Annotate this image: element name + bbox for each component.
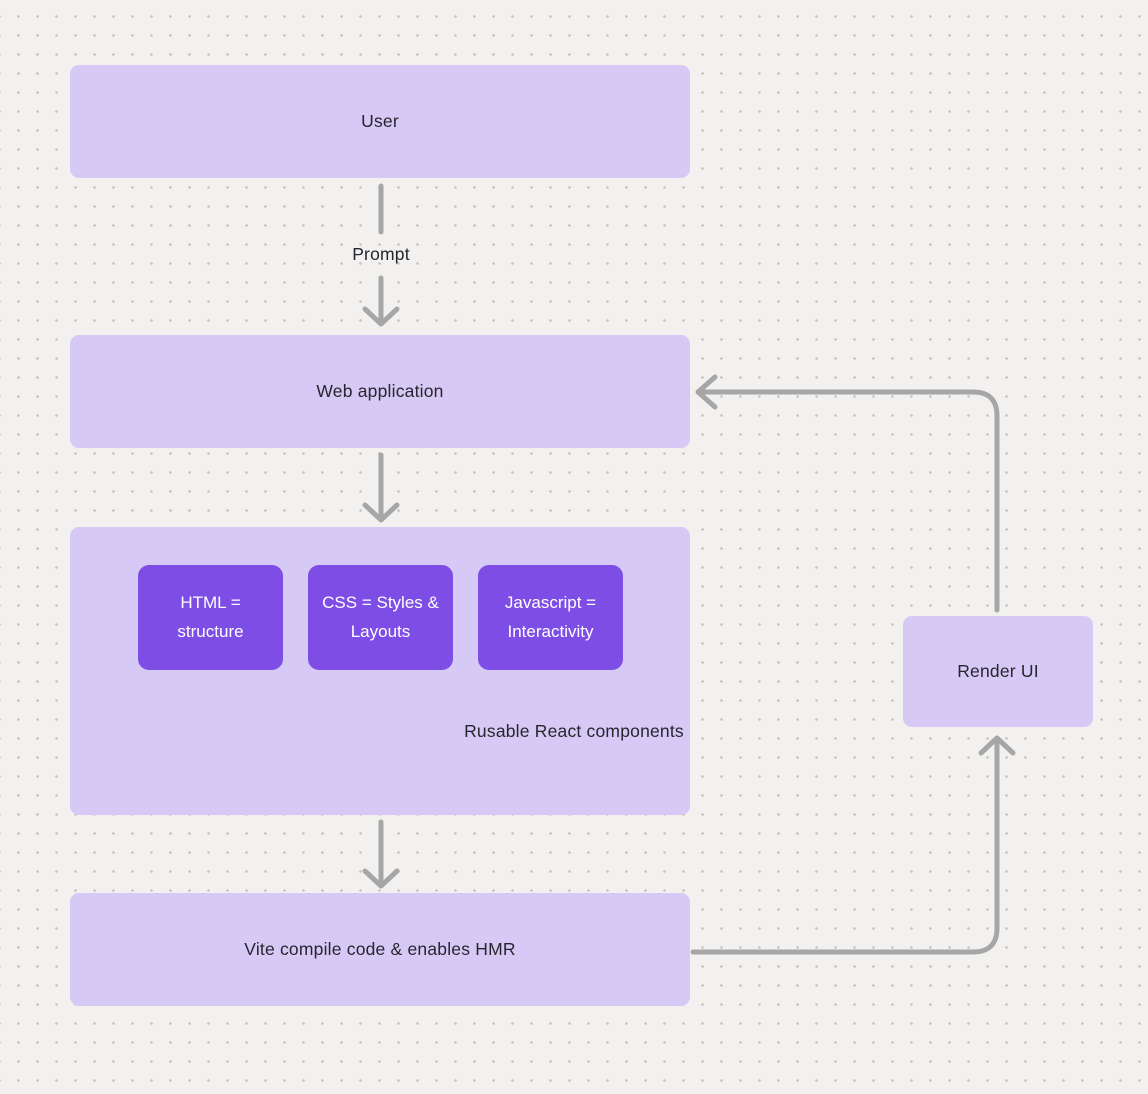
edge-vite-to-renderui-arrow [690,735,1016,955]
edge-renderui-to-webapp-arrow [695,374,1000,613]
edge-user-to-webapp-arrow [362,275,400,327]
node-javascript-label: Javascript = Interactivity [504,592,597,641]
node-html-label: HTML = structure [177,592,244,641]
node-vite[interactable]: Vite compile code & enables HMR [70,893,690,1006]
edge-webapp-to-components-arrow [362,452,400,523]
node-javascript[interactable]: Javascript = Interactivity [478,565,623,670]
node-user[interactable]: User [70,65,690,178]
node-render-ui-label: Render UI [957,661,1039,681]
edge-components-to-vite-arrow [362,819,400,889]
node-html[interactable]: HTML = structure [138,565,283,670]
node-web-application[interactable]: Web application [70,335,690,448]
node-css[interactable]: CSS = Styles & Layouts [308,565,453,670]
node-web-application-label: Web application [316,381,444,401]
node-vite-label: Vite compile code & enables HMR [244,939,516,959]
edge-label-prompt: Prompt [352,244,410,264]
node-render-ui[interactable]: Render UI [903,616,1093,727]
node-user-label: User [361,111,399,131]
group-react-components-label: Rusable React components [464,721,684,741]
node-css-label: CSS = Styles & Layouts [322,592,439,641]
